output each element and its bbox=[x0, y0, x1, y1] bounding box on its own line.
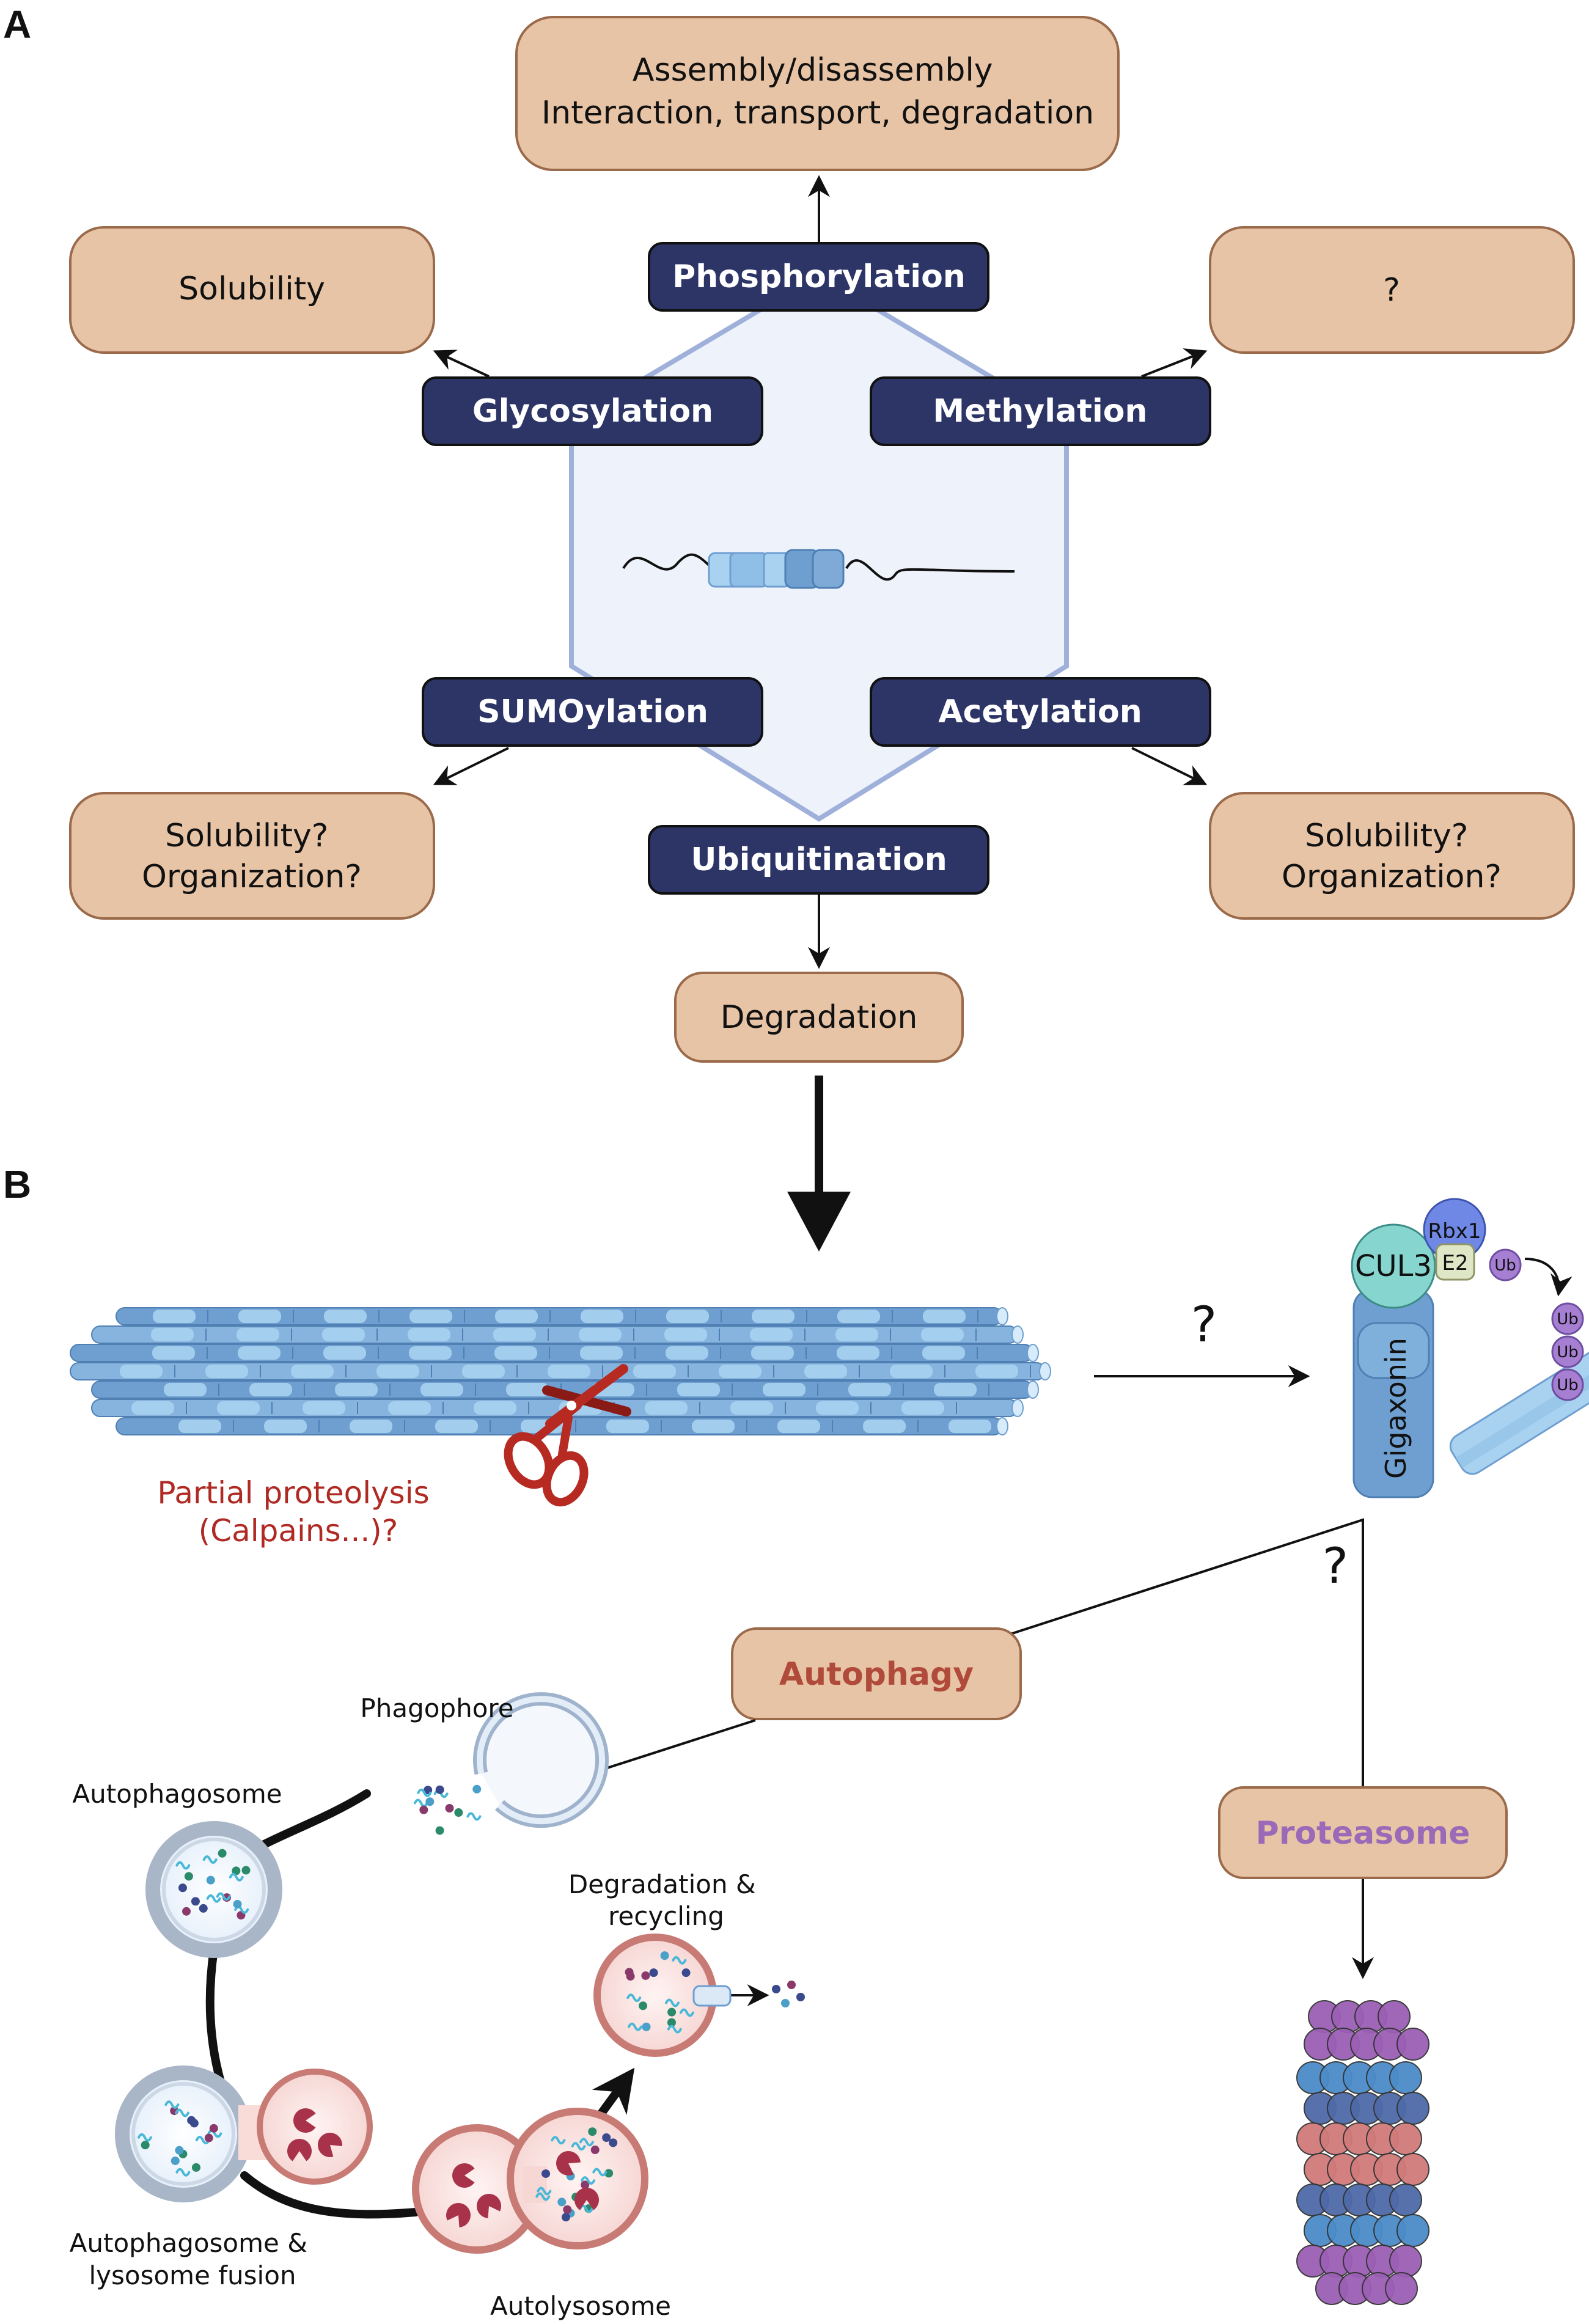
panel-label-a: A bbox=[3, 2, 31, 46]
svg-text:Solubility? Organization?: Solubility? Organization? bbox=[1282, 818, 1502, 895]
arrow-meth-question bbox=[1141, 348, 1208, 378]
fusion-label-line1: Autophagosome & bbox=[70, 2228, 307, 2258]
degradation-label-line2: recycling bbox=[608, 1901, 724, 1931]
fusion-vesicle bbox=[115, 2066, 373, 2202]
ptm-ubiquitination: Ubiquitination bbox=[691, 841, 947, 878]
ptm-glycosylation-box bbox=[422, 376, 763, 446]
vesicle-cargo bbox=[137, 1784, 805, 2227]
outcome-box-right-bottom bbox=[1209, 792, 1575, 920]
ptm-glycosylation: Glycosylation bbox=[472, 393, 713, 430]
branch-lines bbox=[1008, 1518, 1364, 1787]
proteasome-box bbox=[1218, 1786, 1508, 1879]
ptm-sumoylation-box bbox=[422, 677, 763, 747]
outcome-left-bottom-line1: Solubility? bbox=[165, 818, 328, 854]
degradation-vesicle bbox=[593, 1934, 732, 2057]
filament-bundle bbox=[70, 1307, 1051, 1435]
arrow-sumo-organization bbox=[433, 747, 509, 785]
panel-label-b: B bbox=[3, 1162, 31, 1206]
question-top: ? bbox=[1191, 1296, 1217, 1353]
ptm-methylation-box bbox=[870, 376, 1211, 446]
arrow-glyco-solubility bbox=[433, 350, 490, 378]
outcome-bottom: Degradation bbox=[721, 999, 918, 1036]
ptm-acetylation-box bbox=[870, 677, 1211, 747]
outcome-top-line2: Interaction, transport, degradation bbox=[541, 95, 1094, 131]
outcome-right-bottom-line2: Organization? bbox=[1282, 859, 1502, 895]
autophagy-label: Autophagy bbox=[779, 1656, 974, 1693]
phagophore bbox=[473, 1692, 609, 1828]
outcome-left-bottom-line2: Organization? bbox=[142, 859, 362, 895]
proteasome-complex bbox=[1296, 2000, 1429, 2305]
ptm-phosphorylation: Phosphorylation bbox=[672, 258, 966, 295]
outcome-box-left-top bbox=[69, 226, 435, 354]
ptm-methylation: Methylation bbox=[933, 393, 1147, 430]
ub-label-e2: Ub bbox=[1494, 1256, 1516, 1275]
rbx1-label: Rbx1 bbox=[1428, 1219, 1481, 1244]
question-branch: ? bbox=[1323, 1538, 1348, 1594]
outcome-top-line1: Assembly/disassembly bbox=[633, 52, 993, 89]
arrow-acetyl-organization bbox=[1131, 747, 1208, 785]
ptm-ubiquitination-box bbox=[648, 825, 989, 895]
outcome-box-bottom bbox=[674, 972, 964, 1063]
outcome-right-top: ? bbox=[1383, 272, 1400, 309]
phagophore-label: Phagophore bbox=[360, 1693, 513, 1723]
gigaxonin-label: Gigaxonin bbox=[1379, 1338, 1412, 1479]
autophagosome-label: Autophagosome bbox=[72, 1779, 282, 1809]
cul3-complex: Gigaxonin CUL3 Rbx1 E2 Ub Ub Ub Ub bbox=[1351, 1198, 1589, 1498]
outcome-box-top bbox=[515, 16, 1120, 171]
autolysosome-label: Autolysosome bbox=[490, 2291, 671, 2321]
outcome-right-bottom-line1: Solubility? bbox=[1305, 818, 1468, 854]
svg-text:Solubility? Organization?: Solubility? Organization? bbox=[142, 818, 362, 895]
svg-text:Autophagosome & lysosome f: Autophagosome & lysosome fusion bbox=[70, 2228, 316, 2290]
ptm-acetylation: Acetylation bbox=[938, 694, 1142, 730]
ub-label-3: Ub bbox=[1557, 1376, 1579, 1395]
svg-text:Degradation & recycling: Degradation & recycling bbox=[568, 1869, 764, 1931]
ub-label-2: Ub bbox=[1557, 1343, 1579, 1362]
degradation-label-line1: Degradation & bbox=[568, 1869, 756, 1899]
proteasome-label: Proteasome bbox=[1256, 1815, 1470, 1852]
e2-label: E2 bbox=[1442, 1251, 1468, 1275]
ub-label-1: Ub bbox=[1557, 1310, 1579, 1329]
svg-text:Assembly/disassembly Inter: Assembly/disassembly Interaction, transp… bbox=[541, 52, 1094, 131]
outcome-left-top: Solubility bbox=[178, 271, 325, 307]
autophagy-box bbox=[731, 1627, 1022, 1720]
ptm-phosphorylation-box bbox=[648, 242, 989, 312]
svg-text:Partial proteolysis (Calpa: Partial proteolysis (Calpains...)? bbox=[157, 1475, 439, 1549]
scissors-icon bbox=[504, 1364, 631, 1507]
autolysosome bbox=[412, 2108, 648, 2254]
proteolysis-line1: Partial proteolysis bbox=[157, 1475, 429, 1511]
fusion-label-line2: lysosome fusion bbox=[89, 2260, 296, 2290]
cul3-label: CUL3 bbox=[1355, 1249, 1432, 1283]
outcome-box-left-bottom bbox=[69, 792, 435, 920]
proteolysis-line2: (Calpains...)? bbox=[199, 1513, 398, 1549]
protein-icon bbox=[622, 549, 1015, 589]
outcome-box-right-top bbox=[1209, 226, 1575, 354]
ptm-sumoylation: SUMOylation bbox=[477, 694, 708, 730]
autophagosome bbox=[145, 1821, 282, 1958]
big-down-arrow bbox=[787, 1076, 851, 1252]
